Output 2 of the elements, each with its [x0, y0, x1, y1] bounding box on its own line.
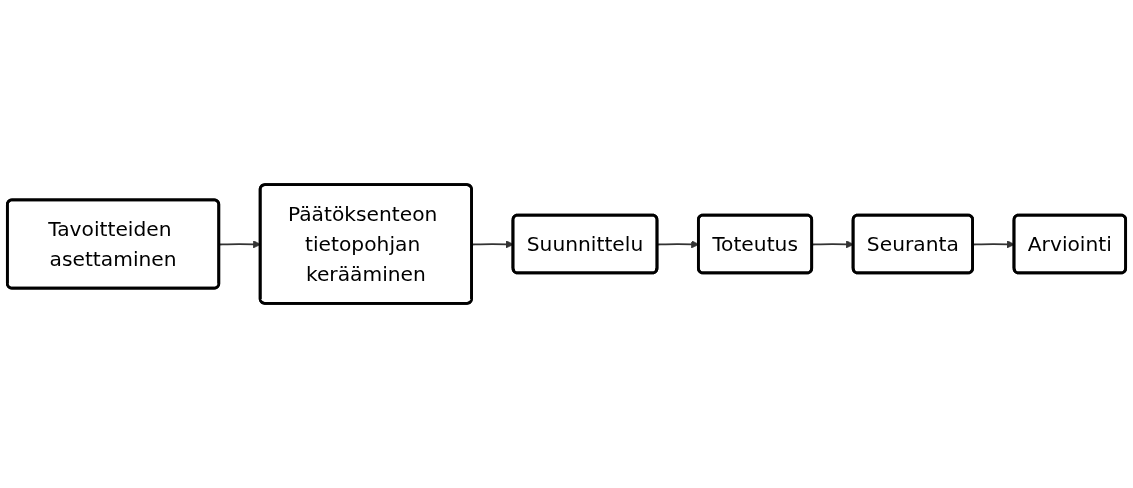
arrow — [811, 240, 854, 249]
arrow — [218, 240, 261, 249]
